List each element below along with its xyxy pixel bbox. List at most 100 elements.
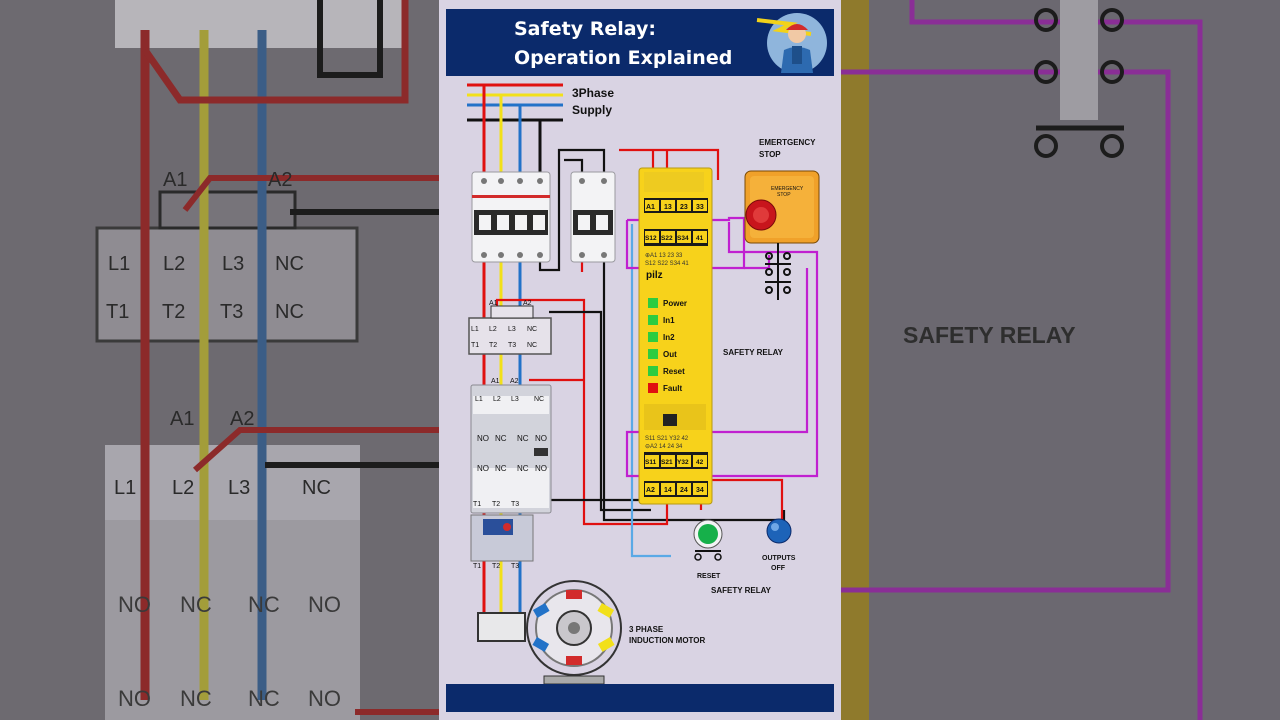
relay-top-13: 13 (664, 204, 672, 211)
relay-top-41: 41 (696, 235, 704, 242)
led-label-in2: In2 (663, 333, 675, 342)
reset-button-label: RESET (697, 573, 721, 580)
title-line-2: Operation Explained (514, 47, 732, 69)
bg-top-l3: L3 (222, 253, 244, 275)
bg-wire-magenta-2 (841, 69, 1171, 593)
control-circuit-breaker (570, 171, 616, 263)
bg-bot-t3: T3 (220, 301, 243, 323)
bg-coil-a2: A2 (268, 169, 292, 191)
bg-wire-red-2 (142, 0, 409, 104)
bg-rowb-3: NO (308, 686, 341, 711)
relay-bottom-24: 24 (680, 487, 688, 494)
bg-rowb-2: NC (248, 686, 280, 711)
contactor-row-a-1: NC (495, 434, 507, 443)
bg-right-screw-1 (1034, 8, 1058, 32)
led-power (648, 298, 658, 308)
supply-label-line-2: Supply (572, 103, 612, 117)
bg-rowa-2: NC (248, 592, 280, 617)
relay-top-23: 23 (680, 204, 688, 211)
bg-coil-a1: A1 (163, 169, 187, 191)
bg-coil2-a2: A2 (230, 408, 254, 430)
bg-left-coil-box (158, 190, 297, 230)
overload-bottom-2: T3 (508, 342, 516, 349)
led-label-fault: Fault (663, 384, 682, 393)
overload-relay (468, 305, 552, 355)
relay-leds (648, 298, 658, 393)
bg-wire-red-3 (182, 175, 439, 212)
bg-right-screw-6 (1100, 134, 1124, 158)
estop-label-line-1: EMERTGENCY (759, 138, 816, 147)
relay-bottom-s11: S11 (645, 459, 657, 466)
contactor-row-a-0: NO (477, 434, 489, 443)
bottom-caption: SAFETY RELAY (711, 586, 772, 595)
led-out (648, 349, 658, 359)
safety-relay-body (638, 167, 713, 505)
relay-brand: pilz (646, 270, 663, 281)
estop-label-line-2: STOP (759, 150, 781, 159)
relay-print-row2: S12 S22 S34 41 (645, 261, 689, 267)
bg-top2-l2: L2 (172, 477, 194, 499)
relay-bottom-a2: A2 (646, 487, 655, 494)
bg-right-screw-5 (1034, 134, 1058, 158)
relay-top-s12: S12 (645, 235, 657, 242)
led-reset (648, 366, 658, 376)
relay-top-terminals-row2 (645, 231, 707, 243)
outputs-off-label-line-2: OFF (771, 565, 786, 572)
relay-bottom-y32: Y32 (677, 459, 689, 466)
motor-icon (526, 580, 622, 685)
estop-contact-block (765, 243, 791, 300)
bg-right-screw-2 (1100, 8, 1124, 32)
outputs-off-indicator[interactable] (766, 518, 792, 544)
electrician-mascot-icon (756, 13, 827, 73)
reset-button[interactable] (693, 519, 723, 561)
overload-top-0: L1 (471, 326, 479, 333)
relay-top-a1: A1 (646, 204, 655, 211)
bg-right-post (1060, 0, 1098, 120)
emergency-stop-button[interactable] (744, 170, 820, 244)
contactor-row-b-1: NC (495, 464, 507, 473)
bg-top2-nc: NC (302, 477, 331, 499)
contactor-top-2: L3 (511, 396, 519, 403)
led-label-out: Out (663, 350, 677, 359)
contactor-row-b-3: NO (535, 464, 547, 473)
bg-coil2-a1: A1 (170, 408, 194, 430)
contactor-bottom-0: T1 (473, 501, 481, 508)
contactor-top-0: L1 (475, 396, 483, 403)
relay-bottom-2: T3 (511, 563, 519, 570)
title-line-1: Safety Relay: (514, 18, 656, 40)
overload-top-3: NC (527, 326, 537, 333)
bottom-banner (446, 684, 834, 712)
bg-bot-t1: T1 (106, 301, 129, 323)
relay-bottom-42: 42 (696, 459, 704, 466)
contactor-top-3: NC (534, 396, 544, 403)
overload-bottom-1: T2 (489, 342, 497, 349)
led-in2 (648, 332, 658, 342)
contactor-row-a-2: NC (517, 434, 529, 443)
overload-bottom-3: NC (527, 342, 537, 349)
relay-bottom-print-row1: S11 S21 Y32 42 (645, 436, 689, 442)
contactor-coil-a2: A2 (510, 378, 519, 385)
relay-top-s34: S34 (677, 235, 689, 242)
relay-print-row1: ⊕A1 13 23 33 (645, 253, 683, 259)
bg-top-l2: L2 (163, 253, 185, 275)
led-label-in1: In1 (663, 316, 675, 325)
relay-bottom-1: T2 (492, 563, 500, 570)
motor-label-line-2: INDUCTION MOTOR (629, 636, 706, 645)
bg-right-label: SAFETY RELAY (903, 322, 1076, 348)
motor-terminal-box (477, 612, 526, 642)
bg-wire-red-4 (193, 427, 439, 473)
contactor-bottom-1: T2 (492, 501, 500, 508)
overload-coil-a2: A2 (523, 300, 532, 307)
safety-relay-diagram: Safety Relay: Operation Explained 3Phase… (439, 0, 841, 720)
contactor-top-1: L2 (493, 396, 501, 403)
supply-label-line-1: 3Phase (572, 86, 614, 100)
outputs-off-label-line-1: OUTPUTS (762, 555, 796, 562)
bg-top2-l3: L3 (228, 477, 250, 499)
bg-top2-l1: L1 (114, 477, 136, 499)
contactor-coil-a1: A1 (491, 378, 500, 385)
bg-right-screw-3 (1034, 60, 1058, 84)
bg-bot-t2: T2 (162, 301, 185, 323)
relay-bottom-0: T1 (473, 563, 481, 570)
overload-top-2: L3 (508, 326, 516, 333)
